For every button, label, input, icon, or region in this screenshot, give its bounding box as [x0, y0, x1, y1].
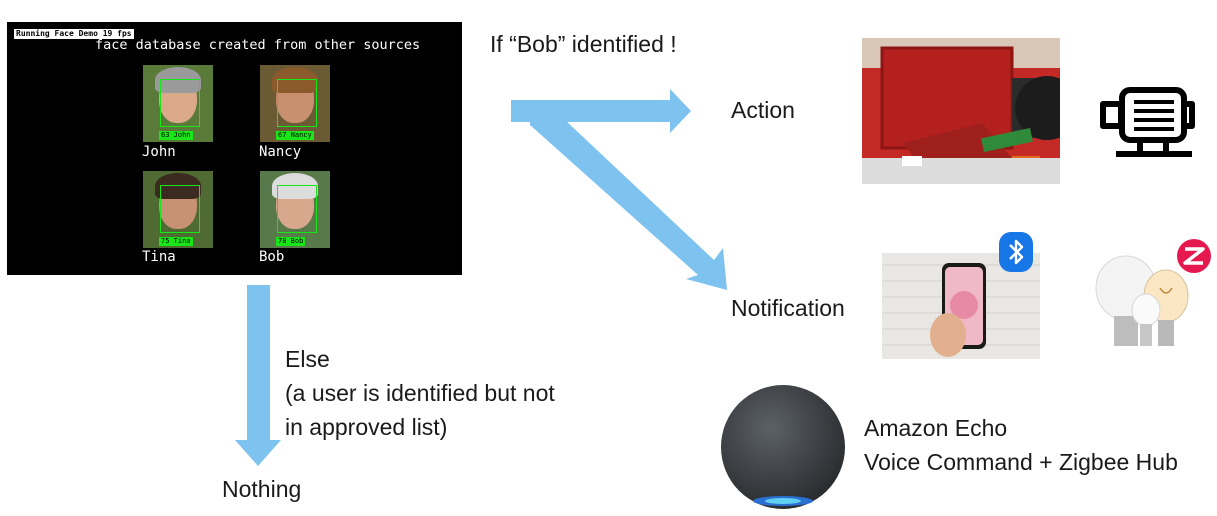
echo-label: Amazon Echo — [864, 415, 1008, 441]
action-label: Action — [731, 97, 795, 123]
face-tag: 78 Bob — [276, 237, 306, 246]
arrow-to-notification — [530, 104, 727, 290]
notification-label: Notification — [731, 295, 845, 321]
face-name-nancy: Nancy — [259, 144, 302, 160]
nothing-label: Nothing — [222, 476, 302, 502]
condition-label: If “Bob” identified ! — [490, 31, 677, 57]
face-thumbnail-bob: 78 Bob — [260, 171, 330, 248]
face-tag: 75 Tina — [159, 237, 193, 246]
face-name-bob: Bob — [259, 249, 285, 265]
motor-icon — [1100, 87, 1195, 157]
zigbee-icon — [1177, 239, 1211, 273]
face-thumbnail-john: 63 John — [143, 65, 213, 142]
else-label: Else — [285, 346, 330, 372]
action-hardware-photo — [862, 38, 1060, 184]
face-name-john: John — [142, 144, 176, 160]
fps-banner: Running Face Demo 19 fps — [14, 29, 134, 39]
face-tag: 63 John — [159, 131, 193, 140]
smart-bulbs-photo — [1095, 255, 1189, 346]
face-thumbnail-tina: 75 Tina — [143, 171, 213, 248]
amazon-echo-photo — [721, 385, 845, 509]
face-tag: 67 Nancy — [276, 131, 314, 140]
face-demo-screen: Running Face Demo 19 fps face database c… — [7, 22, 462, 275]
echo-detail-label: Voice Command + Zigbee Hub — [864, 449, 1178, 475]
arrow-to-nothing — [235, 285, 281, 466]
face-thumbnail-nancy: 67 Nancy — [260, 65, 330, 142]
bluetooth-icon — [999, 232, 1033, 272]
face-name-tina: Tina — [142, 249, 176, 265]
else-detail-line-2: in approved list) — [285, 414, 448, 440]
else-detail-line-1: (a user is identified but not — [285, 380, 555, 406]
face-demo-heading: face database created from other sources — [95, 37, 421, 53]
